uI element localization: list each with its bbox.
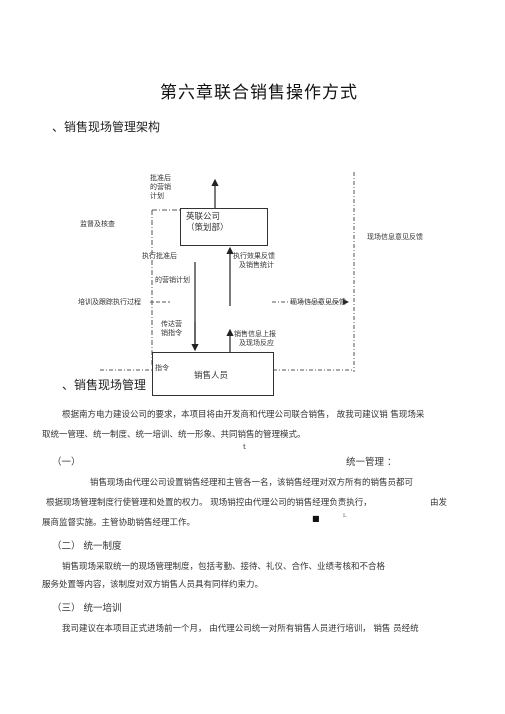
sub3-line-1: 我司建议在本项目正式进场前一个月， 由代理公司统一对所有销售人员进行培训， 销售…	[62, 624, 419, 634]
section-heading-management: 、销售现场管理	[62, 378, 147, 392]
square-mark: ■	[312, 514, 320, 523]
subsection-3-title: （三） 统一培训	[52, 603, 122, 614]
sub1-line-2-end: 由发	[430, 498, 448, 508]
sub1-line-2: 根据现场管理制度行使管理和处置的权力。 现场销控由代理公司的销售经理负责执行，	[46, 498, 372, 508]
feedback-right-label: 现场信息意见反馈	[367, 233, 423, 241]
supervise-label: 监督及核查	[80, 220, 115, 228]
sub1-line-1: 销售现场由代理公司设置销售经理和主管各一名，该销售经理对双方所有的销售员都可	[90, 478, 414, 488]
sales-report-label: 销售信息上报 及现场反应	[234, 330, 276, 347]
intro-line-1: 根据南方电力建设公司的要求，本项目将由开发商和代理公司联合销售， 故我司建议销 …	[62, 410, 425, 420]
marketing-plan-label: 的营销计划	[155, 276, 190, 284]
sub2-line-2: 服务处置等内容，该制度对双方销售人员具有同样约束力。	[42, 580, 264, 590]
page-title: 第六章联合销售操作方式	[160, 83, 358, 103]
sub2-line-1: 销售现场采取统一的现场管理制度，包括考勤、接待、礼仪、合作、业绩考核和不合格	[62, 562, 386, 572]
training-label: 培训及跟踪执行过程	[78, 298, 141, 306]
stray-mark: t	[243, 443, 246, 451]
convey-label: 传达营 销指令	[161, 320, 182, 337]
small-mark: L	[343, 513, 347, 519]
company-box-label: 英联公司 （策划部）	[186, 212, 229, 233]
instruction-label: 指令	[155, 364, 169, 372]
company-box	[180, 208, 268, 246]
sales-staff-box	[152, 352, 274, 396]
intro-line-2: 取统一管理、统一制度、统一培训、统一形象、共同销售的管理模式。	[42, 430, 306, 440]
subsection-1-title: 统一管理 ：	[346, 457, 397, 468]
exec-feedback-label: 执行效果反馈 及销售统计	[233, 252, 275, 269]
approved-plan-label: 批准后 的营销 计划	[150, 174, 171, 200]
sub1-line-3: 展商监督实施。主管协助销售经理工作。	[42, 518, 196, 528]
subsection-2-title: （二） 统一制度	[52, 541, 122, 552]
exec-approve-label: 执行批准后	[142, 252, 177, 260]
feedback-mid-label: 现场信息意见反馈	[290, 298, 346, 306]
section-heading-structure: 、销售现场管理架构	[52, 120, 161, 134]
sales-staff-label: 销售人员	[194, 371, 229, 381]
subsection-1-number: （一）	[52, 457, 81, 468]
